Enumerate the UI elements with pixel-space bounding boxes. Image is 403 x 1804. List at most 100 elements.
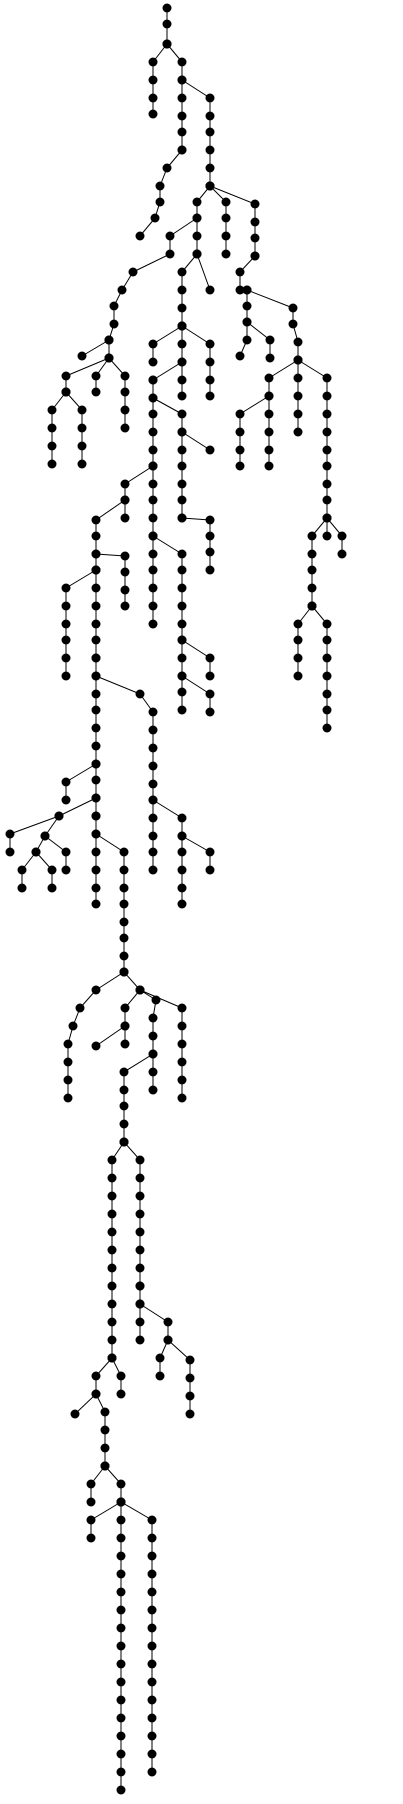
tree-node bbox=[135, 1299, 145, 1309]
tree-edge bbox=[139, 989, 183, 1009]
tree-edge bbox=[152, 361, 183, 381]
tree-node bbox=[293, 337, 303, 347]
tree-node bbox=[155, 197, 165, 207]
tree-node bbox=[91, 515, 101, 525]
tree-node bbox=[120, 1021, 130, 1031]
tree-node bbox=[205, 445, 215, 455]
tree-node bbox=[163, 1317, 173, 1327]
tree-node bbox=[91, 635, 101, 645]
tree-edge bbox=[152, 799, 183, 819]
tree-node bbox=[47, 423, 57, 433]
tree-node bbox=[177, 427, 187, 437]
tree-node bbox=[235, 427, 245, 437]
tree-node bbox=[47, 865, 57, 875]
tree-node bbox=[147, 1605, 157, 1615]
tree-node bbox=[63, 1093, 73, 1103]
tree-node bbox=[91, 829, 101, 839]
tree-node bbox=[205, 127, 215, 137]
tree-node bbox=[91, 985, 101, 995]
tree-node bbox=[177, 687, 187, 697]
tree-node bbox=[91, 1389, 101, 1399]
tree-node bbox=[116, 1371, 126, 1381]
tree-node bbox=[155, 1353, 165, 1363]
tree-node bbox=[91, 811, 101, 821]
tree-node bbox=[177, 357, 187, 367]
tree-node bbox=[77, 405, 87, 415]
tree-node bbox=[288, 319, 298, 329]
tree-node bbox=[162, 39, 172, 49]
tree-node bbox=[177, 321, 187, 331]
tree-node bbox=[148, 1049, 158, 1059]
tree-node bbox=[148, 725, 158, 735]
tree-node bbox=[177, 145, 187, 155]
tree-node bbox=[100, 1461, 110, 1471]
tree-node bbox=[116, 1785, 126, 1795]
tree-edge bbox=[65, 569, 97, 589]
tree-node bbox=[192, 249, 202, 259]
tree-node bbox=[242, 335, 252, 345]
tree-node bbox=[77, 351, 87, 361]
tree-node bbox=[307, 531, 317, 541]
tree-edge bbox=[9, 815, 60, 835]
tree-node bbox=[250, 233, 260, 243]
tree-node bbox=[177, 671, 187, 681]
tree-node bbox=[107, 1263, 117, 1273]
tree-node bbox=[116, 1587, 126, 1597]
tree-node bbox=[116, 1695, 126, 1705]
tree-node bbox=[177, 1021, 187, 1031]
tree-node bbox=[68, 1021, 78, 1031]
tree-node bbox=[177, 1003, 187, 1013]
tree-node bbox=[119, 865, 129, 875]
tree-node bbox=[293, 409, 303, 419]
tree-node bbox=[107, 1245, 117, 1255]
tree-node bbox=[135, 1245, 145, 1255]
tree-node bbox=[322, 619, 332, 629]
tree-node bbox=[177, 127, 187, 137]
tree-node bbox=[61, 583, 71, 593]
tree-edge bbox=[181, 639, 211, 659]
tree-node bbox=[147, 1533, 157, 1543]
tree-node bbox=[293, 635, 303, 645]
tree-node bbox=[119, 1085, 129, 1095]
tree-node bbox=[250, 217, 260, 227]
tree-node bbox=[322, 689, 332, 699]
tree-node bbox=[293, 427, 303, 437]
tree-node bbox=[155, 181, 165, 191]
tree-node bbox=[293, 619, 303, 629]
tree-node bbox=[293, 653, 303, 663]
tree-node bbox=[147, 1641, 157, 1651]
tree-node bbox=[177, 705, 187, 715]
tree-edge bbox=[181, 675, 211, 695]
tree-node bbox=[147, 1569, 157, 1579]
tree-node bbox=[70, 1409, 80, 1419]
tree-node bbox=[147, 1587, 157, 1597]
tree-node bbox=[162, 19, 172, 29]
tree-node bbox=[148, 847, 158, 857]
tree-node bbox=[61, 387, 71, 397]
tree-node bbox=[322, 373, 332, 383]
tree-node bbox=[77, 459, 87, 469]
tree-node bbox=[119, 1101, 129, 1111]
tree-node bbox=[120, 601, 130, 611]
tree-node bbox=[107, 1209, 117, 1219]
tree-node bbox=[116, 1515, 126, 1525]
tree-node bbox=[205, 163, 215, 173]
tree-node bbox=[221, 197, 231, 207]
tree-node bbox=[177, 583, 187, 593]
tree-node bbox=[162, 3, 172, 13]
tree-node bbox=[147, 1659, 157, 1669]
tree-node bbox=[91, 371, 101, 381]
tree-node bbox=[264, 427, 274, 437]
tree-node bbox=[205, 689, 215, 699]
tree-node bbox=[147, 1623, 157, 1633]
tree-node bbox=[86, 1479, 96, 1489]
tree-node bbox=[148, 513, 158, 523]
tree-node bbox=[221, 249, 231, 259]
tree-node bbox=[177, 495, 187, 505]
tree-node bbox=[135, 689, 145, 699]
tree-node bbox=[148, 375, 158, 385]
tree-node bbox=[147, 1677, 157, 1687]
tree-node bbox=[120, 423, 130, 433]
tree-node bbox=[242, 301, 252, 311]
tree-node bbox=[77, 441, 87, 451]
